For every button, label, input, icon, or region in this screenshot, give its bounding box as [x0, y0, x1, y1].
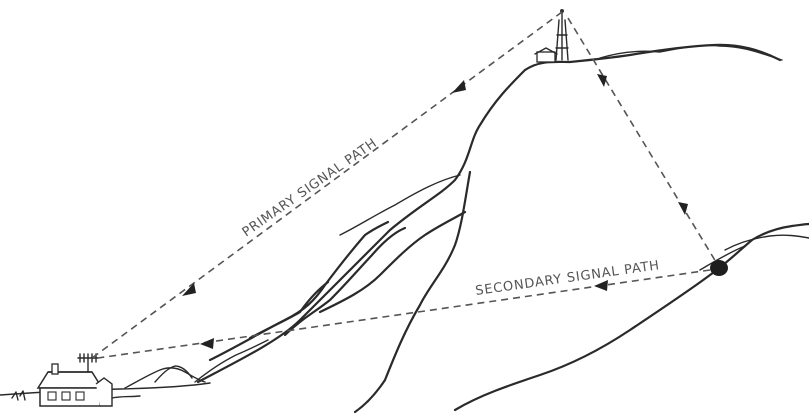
house-chimney	[52, 364, 58, 374]
mountain	[0, 45, 782, 412]
tower-leg-right	[565, 20, 568, 60]
secondary-path-return	[98, 270, 710, 358]
reflecting-hill-ridge	[725, 235, 809, 250]
primary-arrow-1	[452, 80, 466, 93]
slope-line-5	[340, 175, 460, 235]
secondary-arrow-1	[597, 74, 607, 87]
secondary-arrow-4	[200, 338, 214, 349]
house-roof	[38, 372, 102, 388]
receiving-house	[12, 354, 140, 406]
reflecting-hill-outline	[455, 224, 809, 410]
hillock-3	[195, 340, 268, 382]
fence	[112, 396, 140, 398]
shrub	[12, 391, 25, 400]
secondary-signal-path-label: SECONDARY SIGNAL PATH	[474, 258, 660, 299]
secondary-signal-path	[98, 18, 716, 358]
secondary-path-down	[568, 18, 716, 262]
transmitter-building	[537, 52, 555, 62]
transmitter-tower	[535, 9, 568, 62]
slope-line-3	[285, 228, 405, 335]
inner-ridge	[355, 172, 470, 412]
reflection-point	[710, 260, 728, 276]
reflecting-hill	[455, 224, 809, 410]
